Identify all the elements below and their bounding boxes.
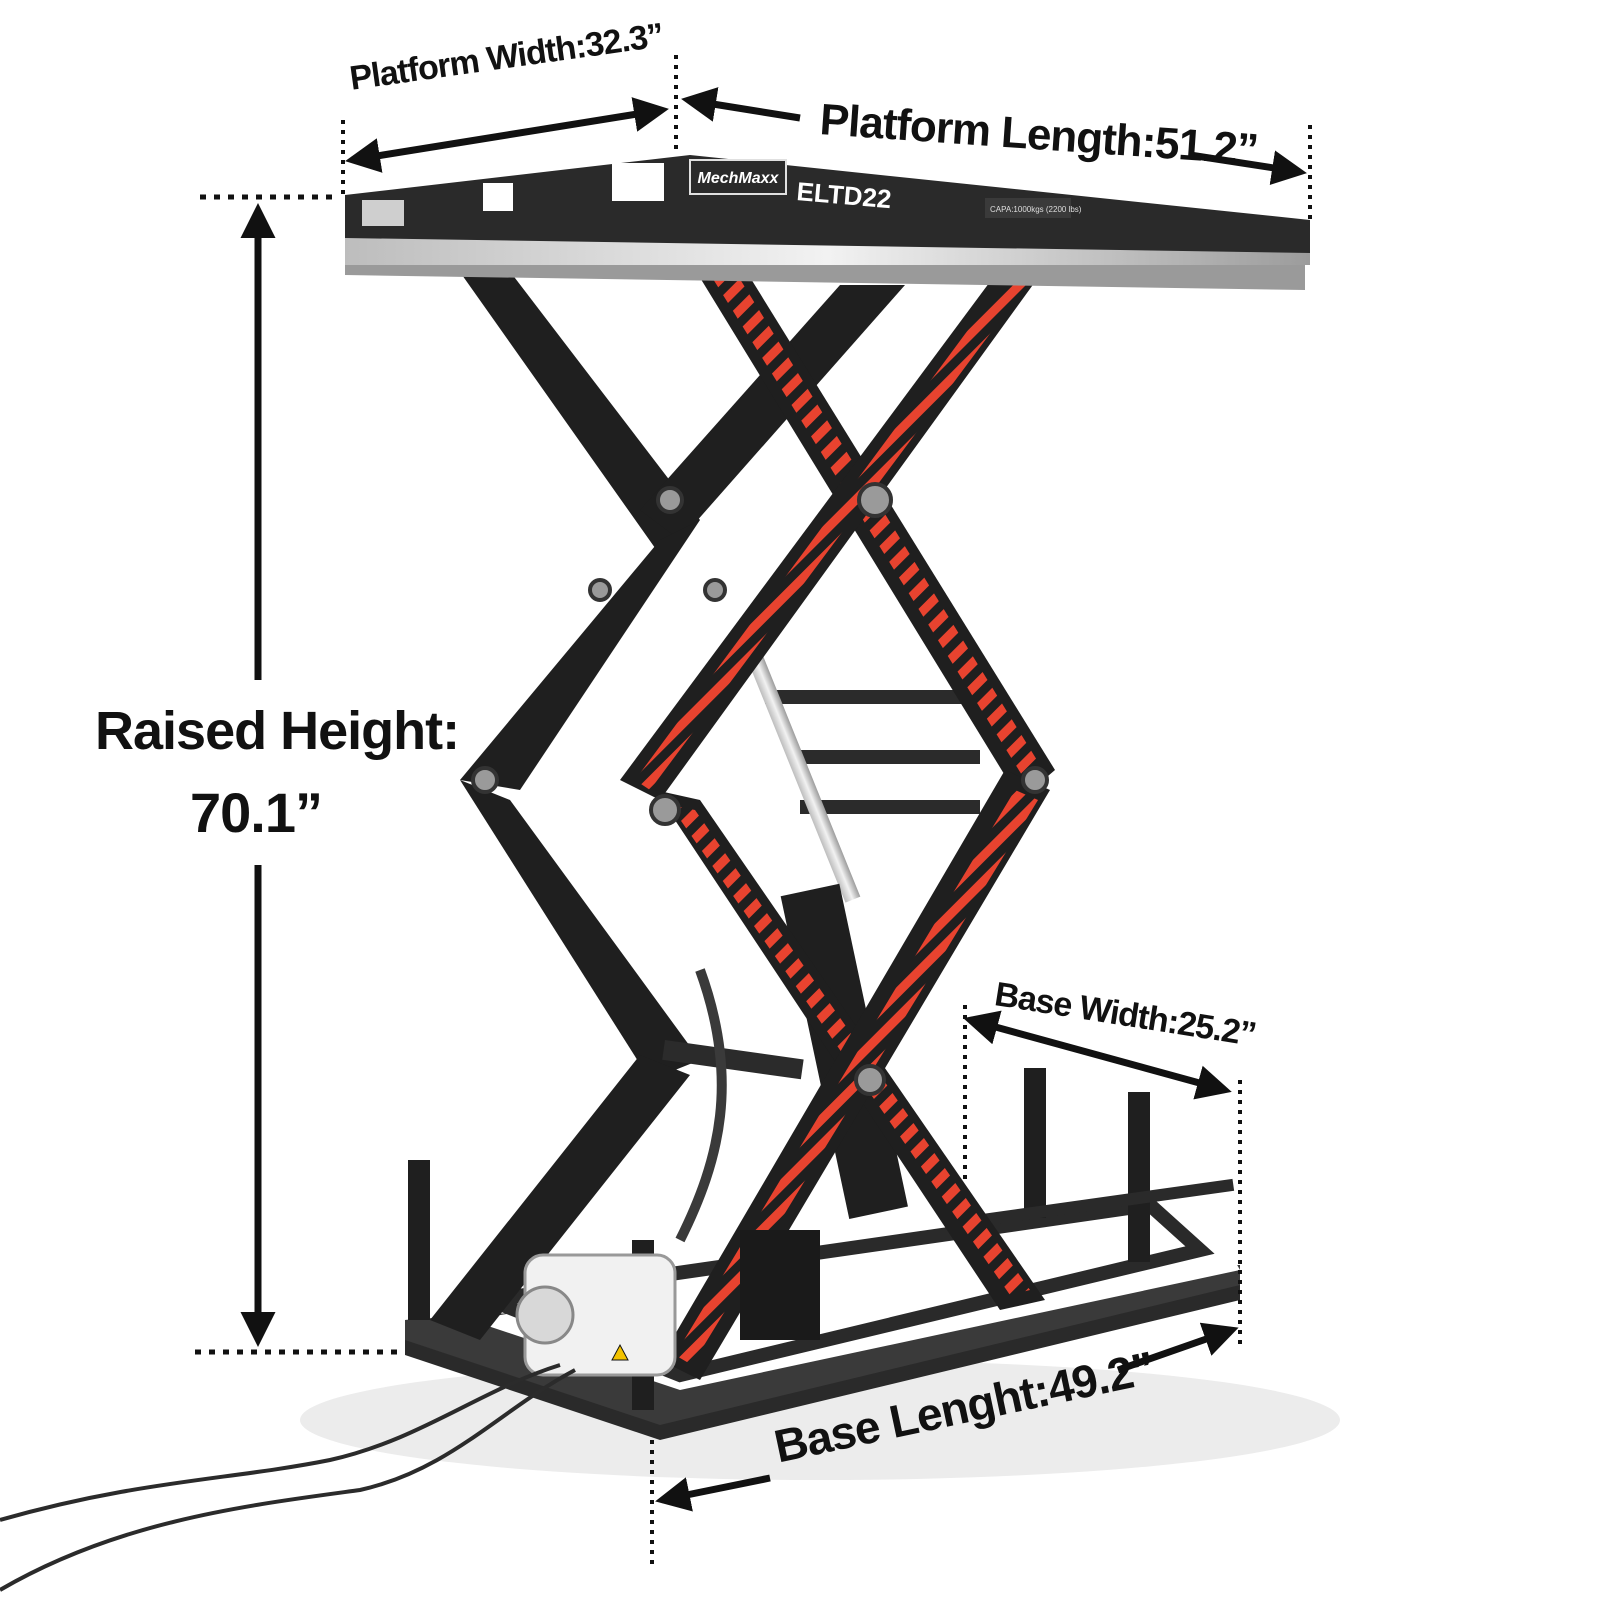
capacity-plate: [985, 198, 1071, 218]
back-scissor-arms: [430, 265, 905, 1340]
base-post: [1128, 1092, 1150, 1262]
dimension-lines: [195, 55, 1312, 1565]
base-post: [408, 1160, 430, 1320]
platform: [345, 155, 1310, 290]
raised-height-label: Raised Height:: [95, 701, 460, 761]
base-post: [1024, 1068, 1046, 1218]
electric-motor: [515, 1230, 820, 1377]
brand-badge: [689, 159, 787, 195]
power-cables: [0, 1363, 576, 1592]
cross-bars: [662, 690, 980, 1080]
capacity-text: CAPA:1000kgs (2200 lbs): [990, 205, 1082, 214]
warning-sticker: [612, 163, 664, 201]
pivot-bolts: [471, 482, 1049, 1096]
raised-height-value: 70.1”: [190, 781, 323, 844]
warning-sticker: [483, 183, 513, 211]
dimension-arrows: [240, 87, 1307, 1512]
brand-logo: MechMaxx: [698, 170, 780, 187]
info-sticker: [362, 200, 404, 226]
